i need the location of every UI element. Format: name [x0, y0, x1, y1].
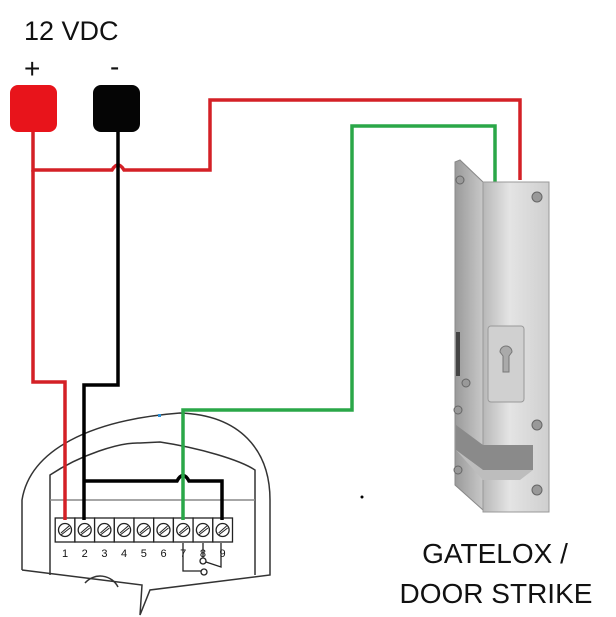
signal-wire: [181, 124, 497, 520]
plus-label: +: [24, 53, 40, 84]
key-cylinder-icon: [499, 345, 513, 373]
terminal-number: 2: [82, 548, 88, 560]
controller-housing: [21, 412, 271, 616]
negative-terminal: [93, 85, 140, 132]
terminal-number: 3: [101, 548, 107, 560]
terminal-number: 6: [160, 548, 166, 560]
positive-terminal: [10, 85, 57, 132]
terminal-number: 1: [62, 548, 68, 560]
positive-wire-to-terminal-1: [31, 170, 67, 520]
negative-wire: [82, 132, 120, 520]
device-label-line2: DOOR STRIKE: [400, 578, 593, 609]
terminal-number: 5: [141, 548, 147, 560]
terminal-number: 9: [220, 548, 226, 560]
terminal-number: 4: [121, 548, 127, 560]
device-label-line1: GATELOX /: [422, 538, 568, 569]
door-strike: [453, 159, 550, 513]
indicator-dot: [158, 414, 161, 417]
stray-dot: [360, 495, 364, 499]
minus-label: -: [110, 51, 119, 82]
power-title: 12 VDC: [24, 16, 119, 46]
relay-contact-symbol: [182, 543, 222, 576]
negative-wire-to-terminal-9: [84, 473, 224, 520]
